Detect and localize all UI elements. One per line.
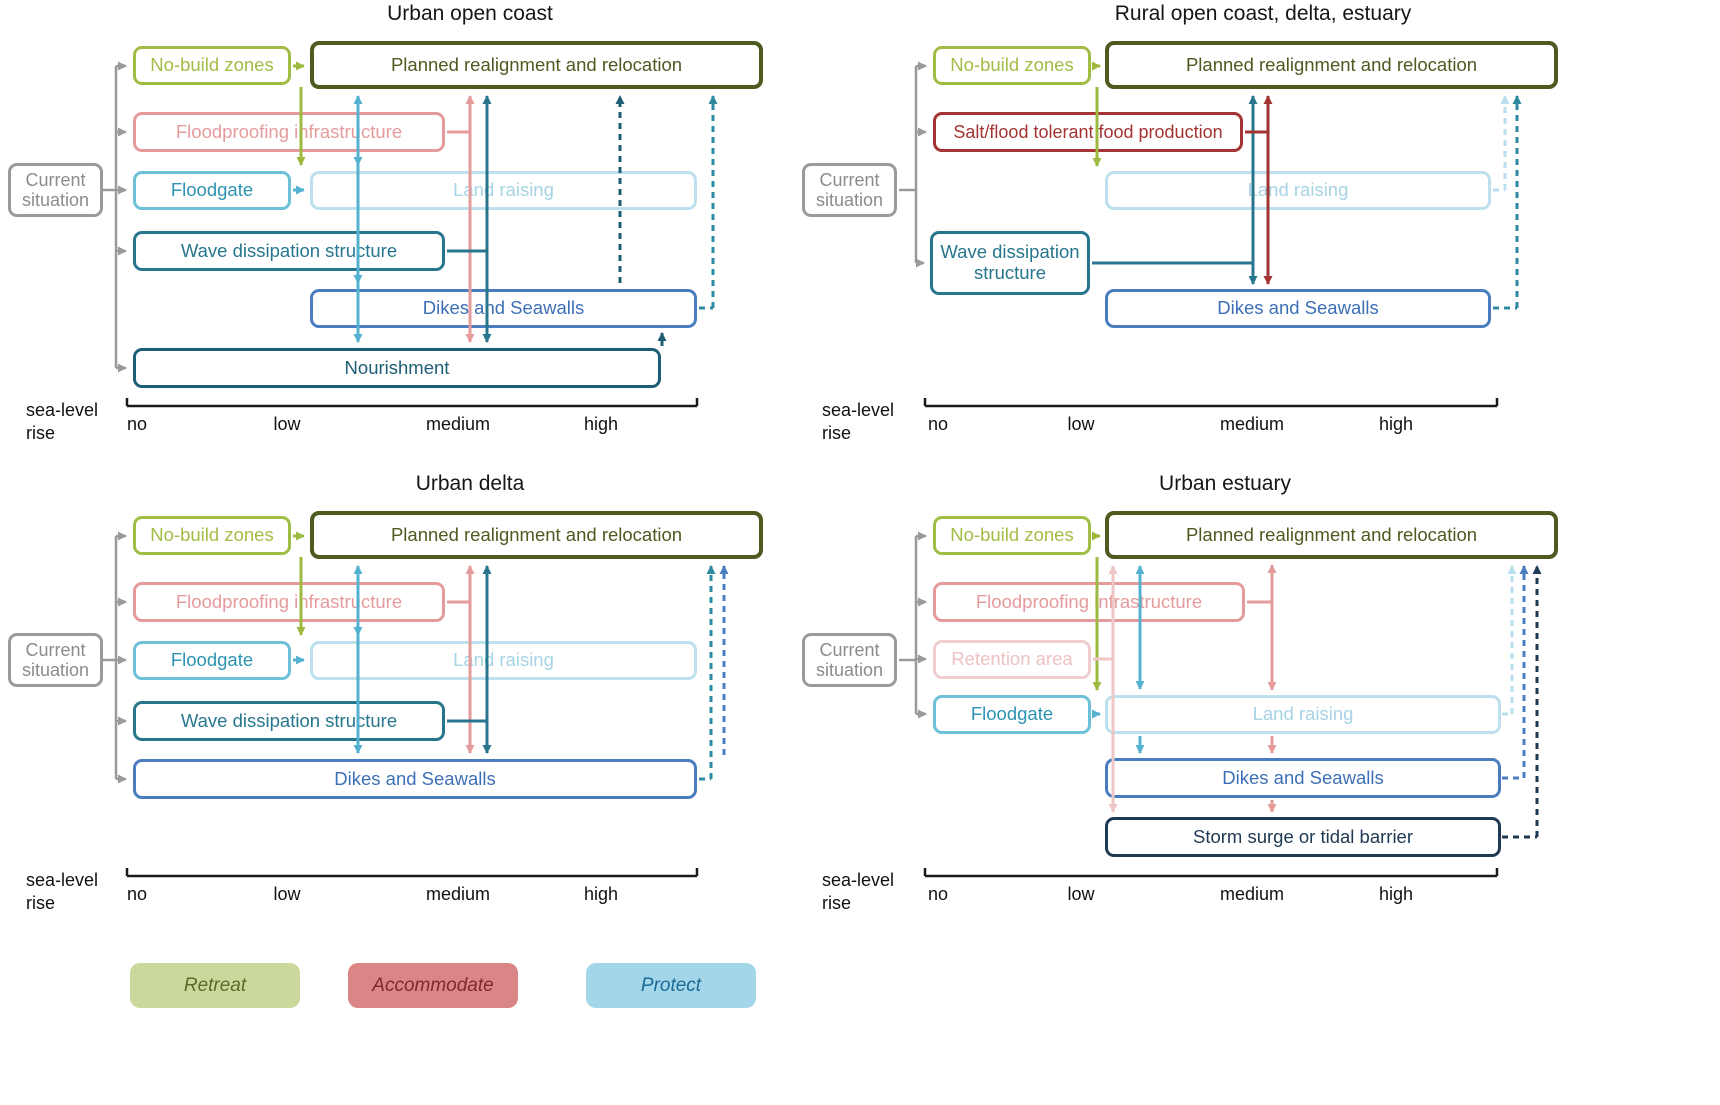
- tick-low: low: [1067, 414, 1095, 434]
- box-dikes-seawalls: Dikes and Seawalls: [133, 759, 697, 799]
- box-floodproofing: Floodproofing infrastructure: [933, 582, 1245, 622]
- panel-title-urban-open-coast: Urban open coast: [387, 2, 553, 25]
- tick-medium: medium: [425, 414, 491, 434]
- axis-caption: sea-level rise: [822, 400, 895, 443]
- box-floodproofing: Floodproofing infrastructure: [133, 582, 445, 622]
- box-no-build-zones: No-build zones: [933, 516, 1091, 555]
- box-wave-dissipation: Wave dissipation structure: [930, 231, 1090, 295]
- box-planned-realignment: Planned realignment and relocation: [310, 511, 763, 559]
- box-land-raising: Land raising: [310, 171, 697, 210]
- tick-medium: medium: [425, 884, 491, 904]
- axis-caption: sea-level rise: [822, 870, 895, 913]
- current-situation-box: Current situation: [8, 633, 103, 687]
- tick-low: low: [1067, 884, 1095, 904]
- tick-no: no: [927, 884, 949, 904]
- box-dikes-seawalls: Dikes and Seawalls: [1105, 289, 1491, 328]
- box-floodproofing: Floodproofing infrastructure: [133, 112, 445, 152]
- box-salt-flood-food: Salt/flood tolerant food production: [933, 112, 1243, 152]
- legend-protect: Protect: [586, 963, 756, 1008]
- legend-accommodate: Accommodate: [348, 963, 518, 1008]
- box-planned-realignment: Planned realignment and relocation: [1105, 511, 1558, 559]
- box-no-build-zones: No-build zones: [933, 46, 1091, 85]
- box-storm-surge-barrier: Storm surge or tidal barrier: [1105, 817, 1501, 857]
- panel-title-rural-open-coast: Rural open coast, delta, estuary: [1114, 2, 1412, 25]
- box-dikes-seawalls: Dikes and Seawalls: [1105, 758, 1501, 798]
- current-situation-box: Current situation: [802, 163, 897, 217]
- tick-no: no: [126, 414, 148, 434]
- box-nourishment: Nourishment: [133, 348, 661, 388]
- box-wave-dissipation: Wave dissipation structure: [133, 231, 445, 271]
- tick-high: high: [1378, 414, 1414, 434]
- tick-no: no: [927, 414, 949, 434]
- tick-medium: medium: [1219, 884, 1285, 904]
- tick-medium: medium: [1219, 414, 1285, 434]
- tick-high: high: [583, 414, 619, 434]
- box-land-raising: Land raising: [310, 641, 697, 680]
- box-land-raising: Land raising: [1105, 171, 1491, 210]
- box-planned-realignment: Planned realignment and relocation: [1105, 41, 1558, 89]
- box-floodgate: Floodgate: [133, 171, 291, 210]
- box-wave-dissipation: Wave dissipation structure: [133, 701, 445, 741]
- tick-no: no: [126, 884, 148, 904]
- box-planned-realignment: Planned realignment and relocation: [310, 41, 763, 89]
- legend-retreat: Retreat: [130, 963, 300, 1008]
- box-no-build-zones: No-build zones: [133, 516, 291, 555]
- axis-caption: sea-level rise: [26, 870, 99, 913]
- tick-high: high: [1378, 884, 1414, 904]
- tick-low: low: [273, 414, 301, 434]
- current-situation-box: Current situation: [802, 633, 897, 687]
- box-land-raising: Land raising: [1105, 695, 1501, 734]
- tick-high: high: [583, 884, 619, 904]
- box-floodgate: Floodgate: [133, 641, 291, 680]
- box-retention-area: Retention area: [933, 640, 1091, 679]
- panel-title-urban-delta: Urban delta: [415, 472, 525, 495]
- tick-low: low: [273, 884, 301, 904]
- panel-title-urban-estuary: Urban estuary: [1159, 472, 1291, 495]
- axis-caption: sea-level rise: [26, 400, 99, 443]
- current-situation-box: Current situation: [8, 163, 103, 217]
- box-no-build-zones: No-build zones: [133, 46, 291, 85]
- box-dikes-seawalls: Dikes and Seawalls: [310, 289, 697, 328]
- box-floodgate: Floodgate: [933, 695, 1091, 734]
